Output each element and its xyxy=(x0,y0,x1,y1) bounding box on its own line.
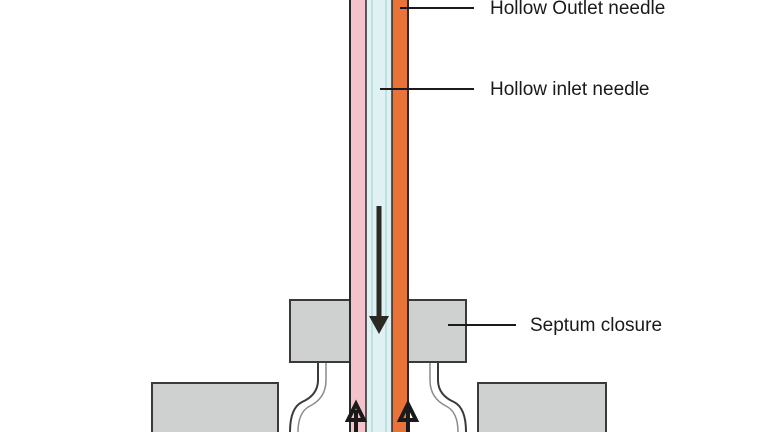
vial-left-block xyxy=(151,382,279,432)
outlet-needle-label: Hollow Outlet needle xyxy=(490,0,665,19)
septum-closure-label: Septum closure xyxy=(530,315,662,336)
vial-neck-outline xyxy=(289,362,467,432)
vial-neck-inner xyxy=(297,362,459,432)
outlet-needle-left-wall xyxy=(350,0,366,432)
vial-body xyxy=(151,362,607,432)
vial-right-block xyxy=(477,382,607,432)
up-arrow-icon xyxy=(344,399,420,432)
outlet-needle-right-wall xyxy=(392,0,408,432)
inlet-needle-label: Hollow inlet needle xyxy=(490,79,650,100)
down-arrow-icon xyxy=(369,206,389,334)
